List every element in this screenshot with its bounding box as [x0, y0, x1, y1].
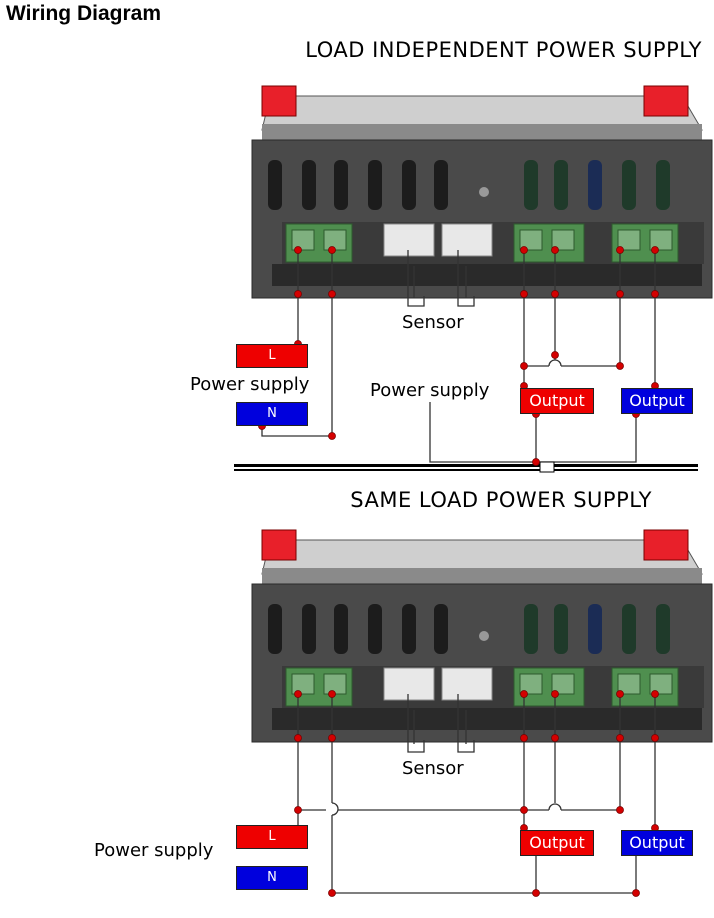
live-terminal-independent: L	[236, 344, 308, 368]
output-blue-independent: Output	[621, 388, 693, 414]
heading-independent: LOAD INDEPENDENT POWER SUPPLY	[305, 38, 702, 62]
page-title: Wiring Diagram	[6, 2, 161, 25]
live-terminal-same: L	[236, 825, 308, 849]
controller-device-top	[251, 85, 713, 299]
power-supply-label-middle-independent: Power supply	[370, 380, 490, 401]
power-supply-label-same: Power supply	[94, 840, 214, 861]
power-supply-label-left-independent: Power supply	[190, 374, 310, 395]
wires-same	[297, 694, 656, 894]
output-blue-same: Output	[621, 830, 693, 856]
neutral-terminal-independent: N	[236, 402, 308, 426]
output-red-same: Output	[520, 830, 594, 856]
output-red-independent: Output	[520, 388, 594, 414]
neutral-terminal-same: N	[236, 866, 308, 890]
sensor-label-independent: Sensor	[402, 312, 464, 333]
heading-same: SAME LOAD POWER SUPPLY	[350, 488, 652, 512]
controller-device-bottom	[251, 529, 713, 743]
junction-dots-same	[294, 690, 659, 897]
section-separator	[234, 461, 698, 473]
sensor-label-same: Sensor	[402, 758, 464, 779]
